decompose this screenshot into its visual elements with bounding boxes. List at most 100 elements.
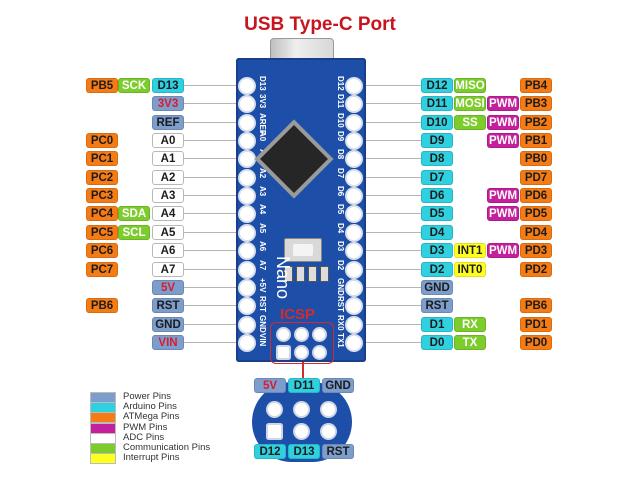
icsp-pin bbox=[296, 329, 307, 340]
nano-board bbox=[236, 58, 366, 362]
silk-label: A3 bbox=[258, 186, 267, 197]
leader-line bbox=[360, 140, 421, 142]
legend-label: ADC Pins bbox=[123, 431, 165, 443]
pin-hole bbox=[347, 115, 361, 130]
pin-label-right: D2 bbox=[421, 261, 453, 277]
leader-line bbox=[184, 341, 246, 343]
pin-label-left: GND bbox=[152, 316, 184, 332]
pin-hole bbox=[240, 79, 254, 93]
leader-line bbox=[360, 250, 421, 252]
comm-label: MOSI bbox=[454, 96, 486, 112]
leader-line bbox=[360, 158, 421, 160]
icsp-zoom-pin bbox=[295, 425, 308, 438]
leader-line bbox=[360, 103, 421, 105]
comm-label: SS bbox=[454, 114, 486, 130]
pin-label-left: D13 bbox=[152, 78, 184, 93]
icsp-zoom-pin bbox=[322, 425, 335, 438]
silk-label: RST bbox=[258, 296, 267, 313]
pin-label-left: 5V bbox=[152, 279, 184, 295]
pin-hole bbox=[347, 335, 361, 350]
atmega-label: PD6 bbox=[520, 188, 552, 204]
pin-hole bbox=[240, 262, 254, 277]
comm-label: RX bbox=[454, 316, 486, 332]
silk-label: TX1 bbox=[336, 332, 345, 348]
icsp-pin-label: 5V bbox=[254, 378, 286, 393]
atmega-label: PD1 bbox=[520, 316, 552, 332]
silk-label: A0 bbox=[258, 131, 267, 142]
pin-label-right: RST bbox=[421, 298, 453, 314]
pin-label-right: D8 bbox=[421, 151, 453, 167]
pin-label-right: D12 bbox=[421, 78, 453, 93]
pwm-label: PWM bbox=[487, 96, 519, 112]
silk-label: A1 bbox=[258, 149, 267, 160]
pin-hole bbox=[240, 170, 254, 185]
pin-label-right: D7 bbox=[421, 169, 453, 185]
leader-line bbox=[360, 85, 421, 86]
atmega-label: PD7 bbox=[520, 169, 552, 185]
pin-hole bbox=[347, 207, 361, 222]
icsp-pin-label: RST bbox=[322, 444, 354, 459]
leader-line bbox=[184, 85, 246, 86]
smd-led bbox=[320, 266, 329, 282]
pin-hole bbox=[347, 97, 361, 112]
silk-label: GND bbox=[336, 277, 345, 296]
atmega-label: PD3 bbox=[520, 243, 552, 259]
legend-label: Communication Pins bbox=[123, 442, 211, 453]
pin-label-right: GND bbox=[421, 279, 453, 295]
leader-line bbox=[184, 140, 246, 142]
silk-label: D9 bbox=[336, 131, 345, 142]
pin-hole bbox=[240, 317, 254, 332]
legend-swatch bbox=[90, 453, 116, 465]
silk-label: A2 bbox=[258, 167, 267, 178]
legend-label: PWM Pins bbox=[123, 421, 168, 433]
atmega-label: PB1 bbox=[520, 133, 552, 149]
silk-label: A7 bbox=[258, 259, 267, 270]
leader-line bbox=[184, 323, 246, 325]
pwm-label: PWM bbox=[487, 188, 519, 204]
icsp-zoom-pin bbox=[268, 403, 281, 416]
reset-button bbox=[284, 238, 322, 262]
leader-line bbox=[360, 176, 421, 178]
atmega-label: PB3 bbox=[520, 96, 552, 112]
pin-label-left: A7 bbox=[152, 261, 184, 277]
legend-label: ATMega Pins bbox=[123, 411, 180, 423]
silk-label: RST bbox=[336, 296, 345, 313]
comm-label: TX bbox=[454, 334, 486, 350]
pin-hole bbox=[240, 134, 254, 149]
icsp-leader-line bbox=[302, 362, 304, 378]
pin-label-right: D1 bbox=[421, 316, 453, 332]
pin-label-right: D5 bbox=[421, 206, 453, 222]
pin-hole bbox=[240, 152, 254, 167]
leader-line bbox=[184, 176, 246, 178]
atmega-label: PC1 bbox=[86, 151, 118, 167]
silk-label: VIN bbox=[258, 332, 267, 347]
leader-line bbox=[360, 268, 421, 270]
silk-label: D10 bbox=[336, 112, 345, 128]
silk-label: AREF bbox=[258, 112, 267, 135]
icsp-zoom-pin bbox=[295, 403, 308, 416]
pin-label-left: A6 bbox=[152, 243, 184, 259]
silk-label: GND bbox=[258, 314, 267, 333]
atmega-label: PC7 bbox=[86, 261, 118, 277]
pin-hole bbox=[240, 225, 254, 240]
atmega-label: PB6 bbox=[86, 298, 118, 314]
pin-hole bbox=[347, 152, 361, 167]
pin-hole bbox=[240, 280, 254, 295]
leader-line bbox=[360, 213, 421, 215]
atmega-label: PD2 bbox=[520, 261, 552, 277]
silk-label: 3V3 bbox=[258, 94, 267, 109]
pwm-label: PWM bbox=[487, 133, 519, 149]
pin-hole bbox=[240, 115, 254, 130]
legend-label: Interrupt Pins bbox=[123, 452, 180, 464]
board-name: Nano bbox=[273, 256, 293, 300]
silk-label: D6 bbox=[336, 186, 345, 197]
leader-line bbox=[184, 103, 246, 105]
diagram-title: USB Type-C Port bbox=[244, 14, 396, 35]
atmega-label: PC6 bbox=[86, 243, 118, 259]
silk-label: D7 bbox=[336, 167, 345, 178]
comm-label: SDA bbox=[118, 206, 150, 222]
silk-label: A4 bbox=[258, 204, 267, 215]
smd-led bbox=[308, 266, 317, 282]
leader-line bbox=[184, 195, 246, 197]
icsp-pin-label: D13 bbox=[288, 444, 320, 459]
